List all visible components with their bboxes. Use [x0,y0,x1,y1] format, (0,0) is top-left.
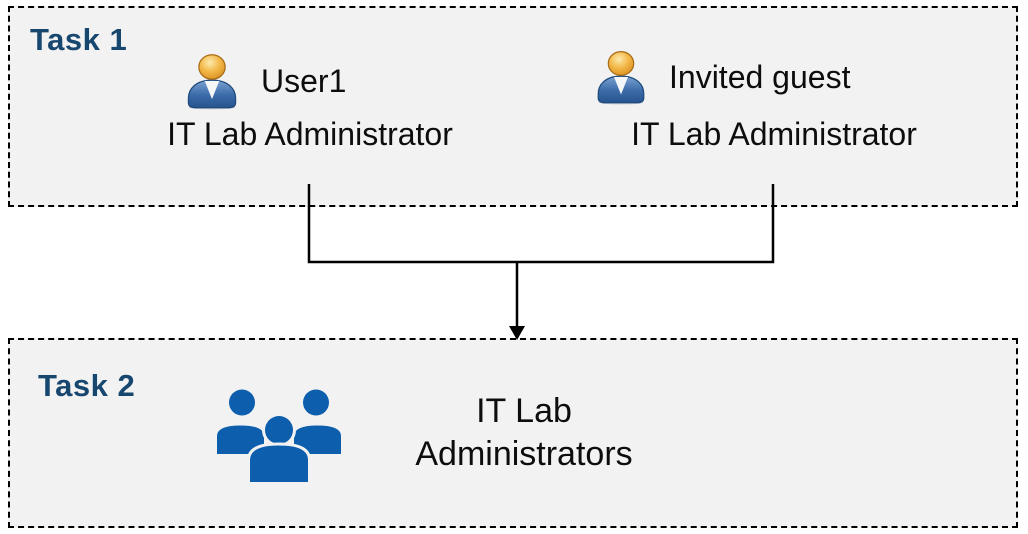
person-icon [597,51,645,105]
member-name: Invited guest [669,58,851,95]
people-group-icon [217,389,341,483]
task1-label: Task 1 [30,22,128,57]
member-name: User1 [261,62,347,99]
task2-box: Task 2 [8,338,1018,528]
group-name: IT Lab Administrators [415,392,633,473]
member-user1: User1 [183,51,346,111]
person-icon [187,54,237,110]
task1-box: Task 1 [8,6,1018,207]
member-role: IT Lab Administrator [167,116,453,152]
task2-label: Task 2 [38,368,136,403]
member-role: IT Lab Administrator [631,116,917,152]
member-invited-guest: Invited guest [593,47,850,107]
